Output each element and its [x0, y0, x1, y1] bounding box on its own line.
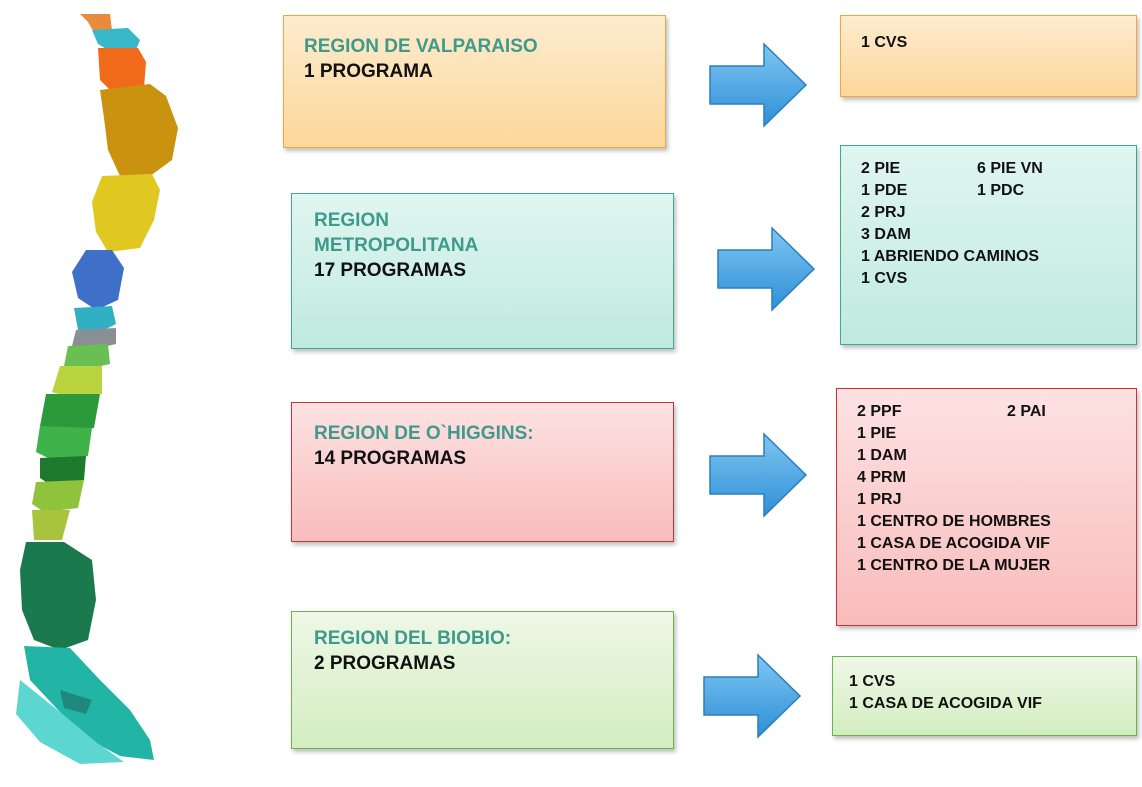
- program-row: 1 CVS: [849, 671, 1120, 693]
- right-arrow-icon: [709, 42, 808, 128]
- region-program-count: 1 PROGRAMA: [304, 61, 433, 82]
- program-row: 1 CASA DE ACOGIDA VIF: [857, 533, 1116, 555]
- program-item: 2 PAI: [1007, 403, 1046, 420]
- region-box-metropolitana: REGION METROPOLITANA 17 PROGRAMAS: [291, 193, 674, 349]
- program-row: 3 DAM: [861, 224, 1116, 246]
- program-item: 1 PRJ: [857, 491, 902, 508]
- program-item: 2 PPF: [857, 403, 902, 420]
- program-item: 2 PRJ: [861, 204, 906, 221]
- region-title: REGION DE VALPARAISO: [304, 36, 538, 57]
- program-list-valparaiso: 1 CVS: [840, 15, 1137, 97]
- program-item: 1 CVS: [861, 270, 908, 287]
- program-row: 1 ABRIENDO CAMINOS: [861, 246, 1116, 268]
- program-item: 6 PIE VN: [977, 160, 1043, 177]
- program-row: 1 DAM: [857, 445, 1116, 467]
- program-item: 1 CVS: [861, 34, 908, 51]
- program-row: 2 PRJ: [861, 202, 1116, 224]
- program-item: 2 PIE: [861, 160, 901, 177]
- region-title: REGION DE O`HIGGINS:: [314, 423, 534, 444]
- program-list-ohiggins: 2 PPF 2 PAI 1 PIE 1 DAM 4 PRM 1 PRJ 1 CE…: [836, 388, 1137, 626]
- program-row: 1 CENTRO DE HOMBRES: [857, 511, 1116, 533]
- program-item: 1 PDC: [977, 182, 1025, 199]
- region-title: REGION METROPOLITANA: [314, 210, 479, 256]
- program-list-metropolitana: 2 PIE 6 PIE VN 1 PDE 1 PDC 2 PRJ 3 DAM 1…: [840, 145, 1137, 345]
- program-item: 1 ABRIENDO CAMINOS: [861, 248, 1040, 265]
- program-row: 2 PIE 6 PIE VN: [861, 158, 1116, 180]
- region-title: REGION DEL BIOBIO:: [314, 628, 512, 649]
- program-item: 1 CENTRO DE LA MUJER: [857, 557, 1051, 574]
- program-row: 2 PPF 2 PAI: [857, 401, 1116, 423]
- region-box-valparaiso: REGION DE VALPARAISO 1 PROGRAMA: [283, 15, 666, 148]
- right-arrow-icon: [717, 226, 816, 312]
- program-list-biobio: 1 CVS 1 CASA DE ACOGIDA VIF: [832, 656, 1137, 736]
- program-item: 1 DAM: [857, 447, 907, 464]
- right-arrow-icon: [709, 432, 808, 518]
- program-row: 1 PRJ: [857, 489, 1116, 511]
- chile-regions-map: [16, 14, 178, 764]
- program-item: 1 CENTRO DE HOMBRES: [857, 513, 1051, 530]
- region-program-count: 14 PROGRAMAS: [314, 448, 467, 469]
- program-item: 1 PIE: [857, 425, 897, 442]
- program-item: 4 PRM: [857, 469, 906, 486]
- program-item: 3 DAM: [861, 226, 911, 243]
- program-item: 1 PDE: [861, 182, 908, 199]
- program-row: 1 PIE: [857, 423, 1116, 445]
- program-row: 1 CVS: [861, 32, 1116, 54]
- program-item: 1 CVS: [849, 673, 896, 690]
- right-arrow-icon: [703, 653, 802, 739]
- program-row: 1 CASA DE ACOGIDA VIF: [849, 693, 1120, 715]
- program-item: 1 CASA DE ACOGIDA VIF: [857, 535, 1050, 552]
- program-row: 4 PRM: [857, 467, 1116, 489]
- region-program-count: 17 PROGRAMAS: [314, 260, 467, 281]
- program-row: 1 CENTRO DE LA MUJER: [857, 555, 1116, 577]
- region-box-biobio: REGION DEL BIOBIO: 2 PROGRAMAS: [291, 611, 674, 749]
- program-row: 1 PDE 1 PDC: [861, 180, 1116, 202]
- region-box-ohiggins: REGION DE O`HIGGINS: 14 PROGRAMAS: [291, 402, 674, 542]
- program-row: 1 CVS: [861, 268, 1116, 290]
- region-program-count: 2 PROGRAMAS: [314, 653, 456, 674]
- program-item: 1 CASA DE ACOGIDA VIF: [849, 695, 1042, 712]
